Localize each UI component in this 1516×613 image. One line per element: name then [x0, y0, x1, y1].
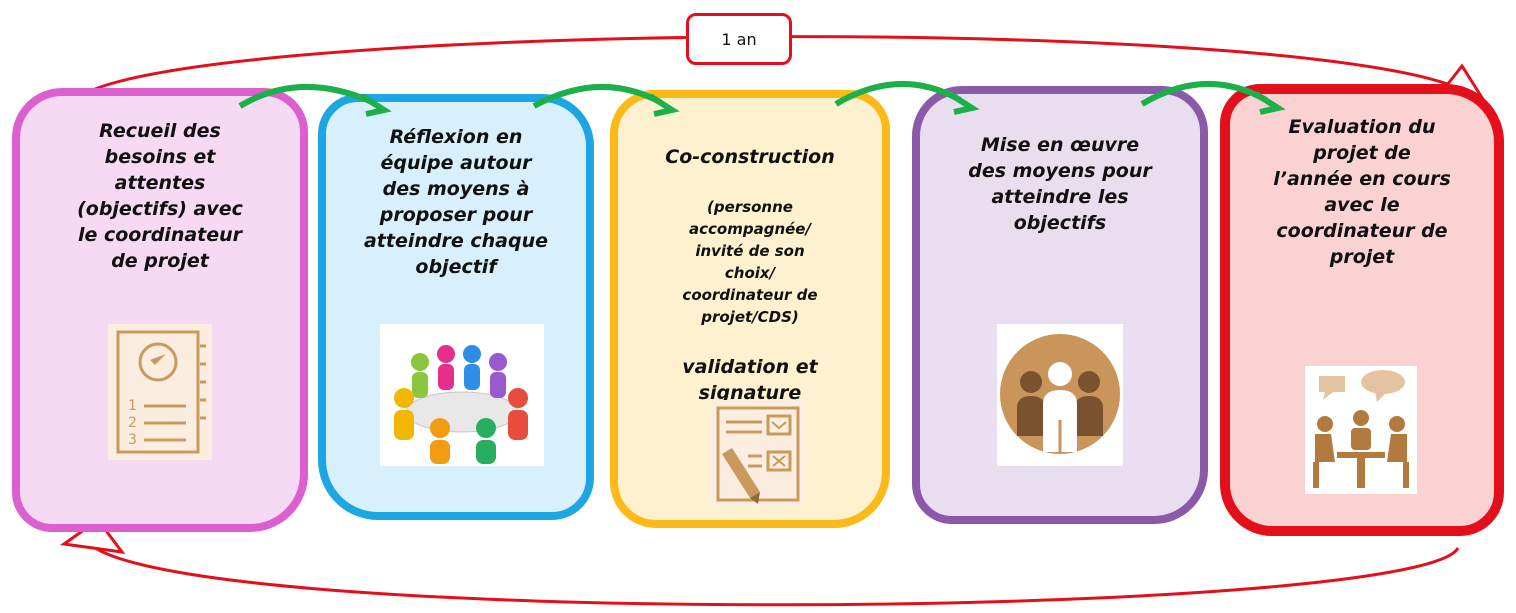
numbered-list-notebook-icon: 1 2 3 — [108, 324, 212, 460]
step-card-5: Evaluation du projet de l’année en cours… — [1220, 84, 1504, 536]
step-4-text: Mise en œuvre des moyens pour atteindre … — [968, 134, 1152, 234]
svg-text:3: 3 — [128, 432, 137, 448]
step-card-4: Mise en œuvre des moyens pour atteindre … — [912, 86, 1208, 524]
cycle-arrow-bottom-head — [60, 517, 126, 554]
step-3-ending: validation et signature — [682, 356, 818, 404]
meeting-discussion-icon — [1305, 366, 1417, 494]
step-1-text: Recueil des besoins et attentes (objecti… — [77, 120, 243, 272]
document-signature-icon — [710, 400, 806, 506]
step-5-text: Evaluation du projet de l’année en cours… — [1273, 116, 1451, 268]
cycle-arrow-bottom — [84, 539, 1460, 607]
step-card-3: Co-construction (personne accompagnée/ i… — [610, 90, 890, 528]
step-3-title: Co-construction — [665, 146, 835, 168]
team-meeting-round-table-image — [380, 324, 544, 466]
step-3-details: (personne accompagnée/ invité de son cho… — [682, 198, 818, 326]
group-of-people-icon — [997, 324, 1123, 466]
svg-text:2: 2 — [128, 415, 137, 431]
step-2-text: Réflexion en équipe autour des moyens à … — [363, 126, 548, 278]
step-3-text: Co-construction (personne accompagnée/ i… — [626, 118, 874, 432]
cycle-label: 1 an — [686, 13, 792, 65]
step-card-2: Réflexion en équipe autour des moyens à … — [318, 94, 594, 520]
step-card-1: Recueil des besoins et attentes (objecti… — [12, 88, 308, 532]
svg-text:1: 1 — [128, 398, 137, 414]
